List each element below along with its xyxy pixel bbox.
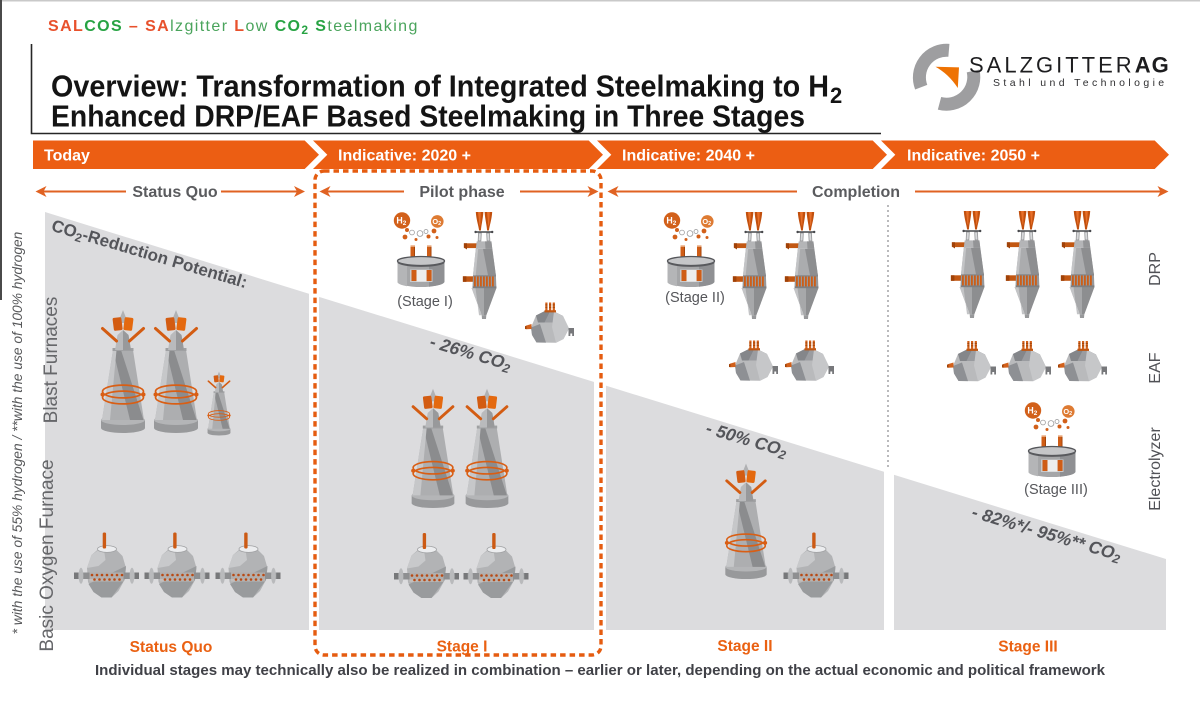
svg-text:SALCOS – SAlzgitter Low CO2 St: SALCOS – SAlzgitter Low CO2 Steelmaking xyxy=(48,18,419,37)
svg-text:(Stage II): (Stage II) xyxy=(665,290,725,306)
svg-text:Overview: Transformation of In: Overview: Transformation of Integrated S… xyxy=(51,69,829,104)
svg-text:Enhanced DRP/EAF Based Steelma: Enhanced DRP/EAF Based Steelmaking in Th… xyxy=(51,99,805,134)
svg-text:Stage III: Stage III xyxy=(998,639,1057,656)
svg-text:Indicative: 2020 +: Indicative: 2020 + xyxy=(338,148,471,165)
svg-text:* with the use of 55% hydrogen: * with the use of 55% hydrogen / **with … xyxy=(10,231,25,634)
svg-text:Stage II: Stage II xyxy=(717,638,772,655)
svg-text:Blast Furnaces: Blast Furnaces xyxy=(41,297,62,424)
svg-text:Electrolyzer: Electrolyzer xyxy=(1147,427,1164,511)
svg-text:Today: Today xyxy=(44,148,90,165)
svg-text:Indicative: 2050 +: Indicative: 2050 + xyxy=(907,148,1040,165)
svg-text:Status Quo: Status Quo xyxy=(130,639,213,656)
svg-text:DRP: DRP xyxy=(1147,252,1164,286)
svg-text:Indicative: 2040 +: Indicative: 2040 + xyxy=(622,148,755,165)
svg-text:(Stage III): (Stage III) xyxy=(1024,482,1088,498)
svg-text:Stahl und Technologie: Stahl und Technologie xyxy=(993,77,1168,89)
svg-text:2: 2 xyxy=(830,83,842,108)
svg-text:(Stage I): (Stage I) xyxy=(397,294,453,310)
svg-text:Basic Oxygen Furnace: Basic Oxygen Furnace xyxy=(37,459,58,651)
svg-text:Completion: Completion xyxy=(812,184,900,201)
svg-text:SALZGITTERAG: SALZGITTERAG xyxy=(969,53,1170,78)
svg-text:Pilot phase: Pilot phase xyxy=(419,184,504,201)
svg-text:Individual stages may technica: Individual stages may technically also b… xyxy=(95,662,1106,679)
svg-text:Status Quo: Status Quo xyxy=(132,184,218,201)
svg-text:EAF: EAF xyxy=(1147,352,1164,383)
svg-text:Stage I: Stage I xyxy=(437,639,488,656)
